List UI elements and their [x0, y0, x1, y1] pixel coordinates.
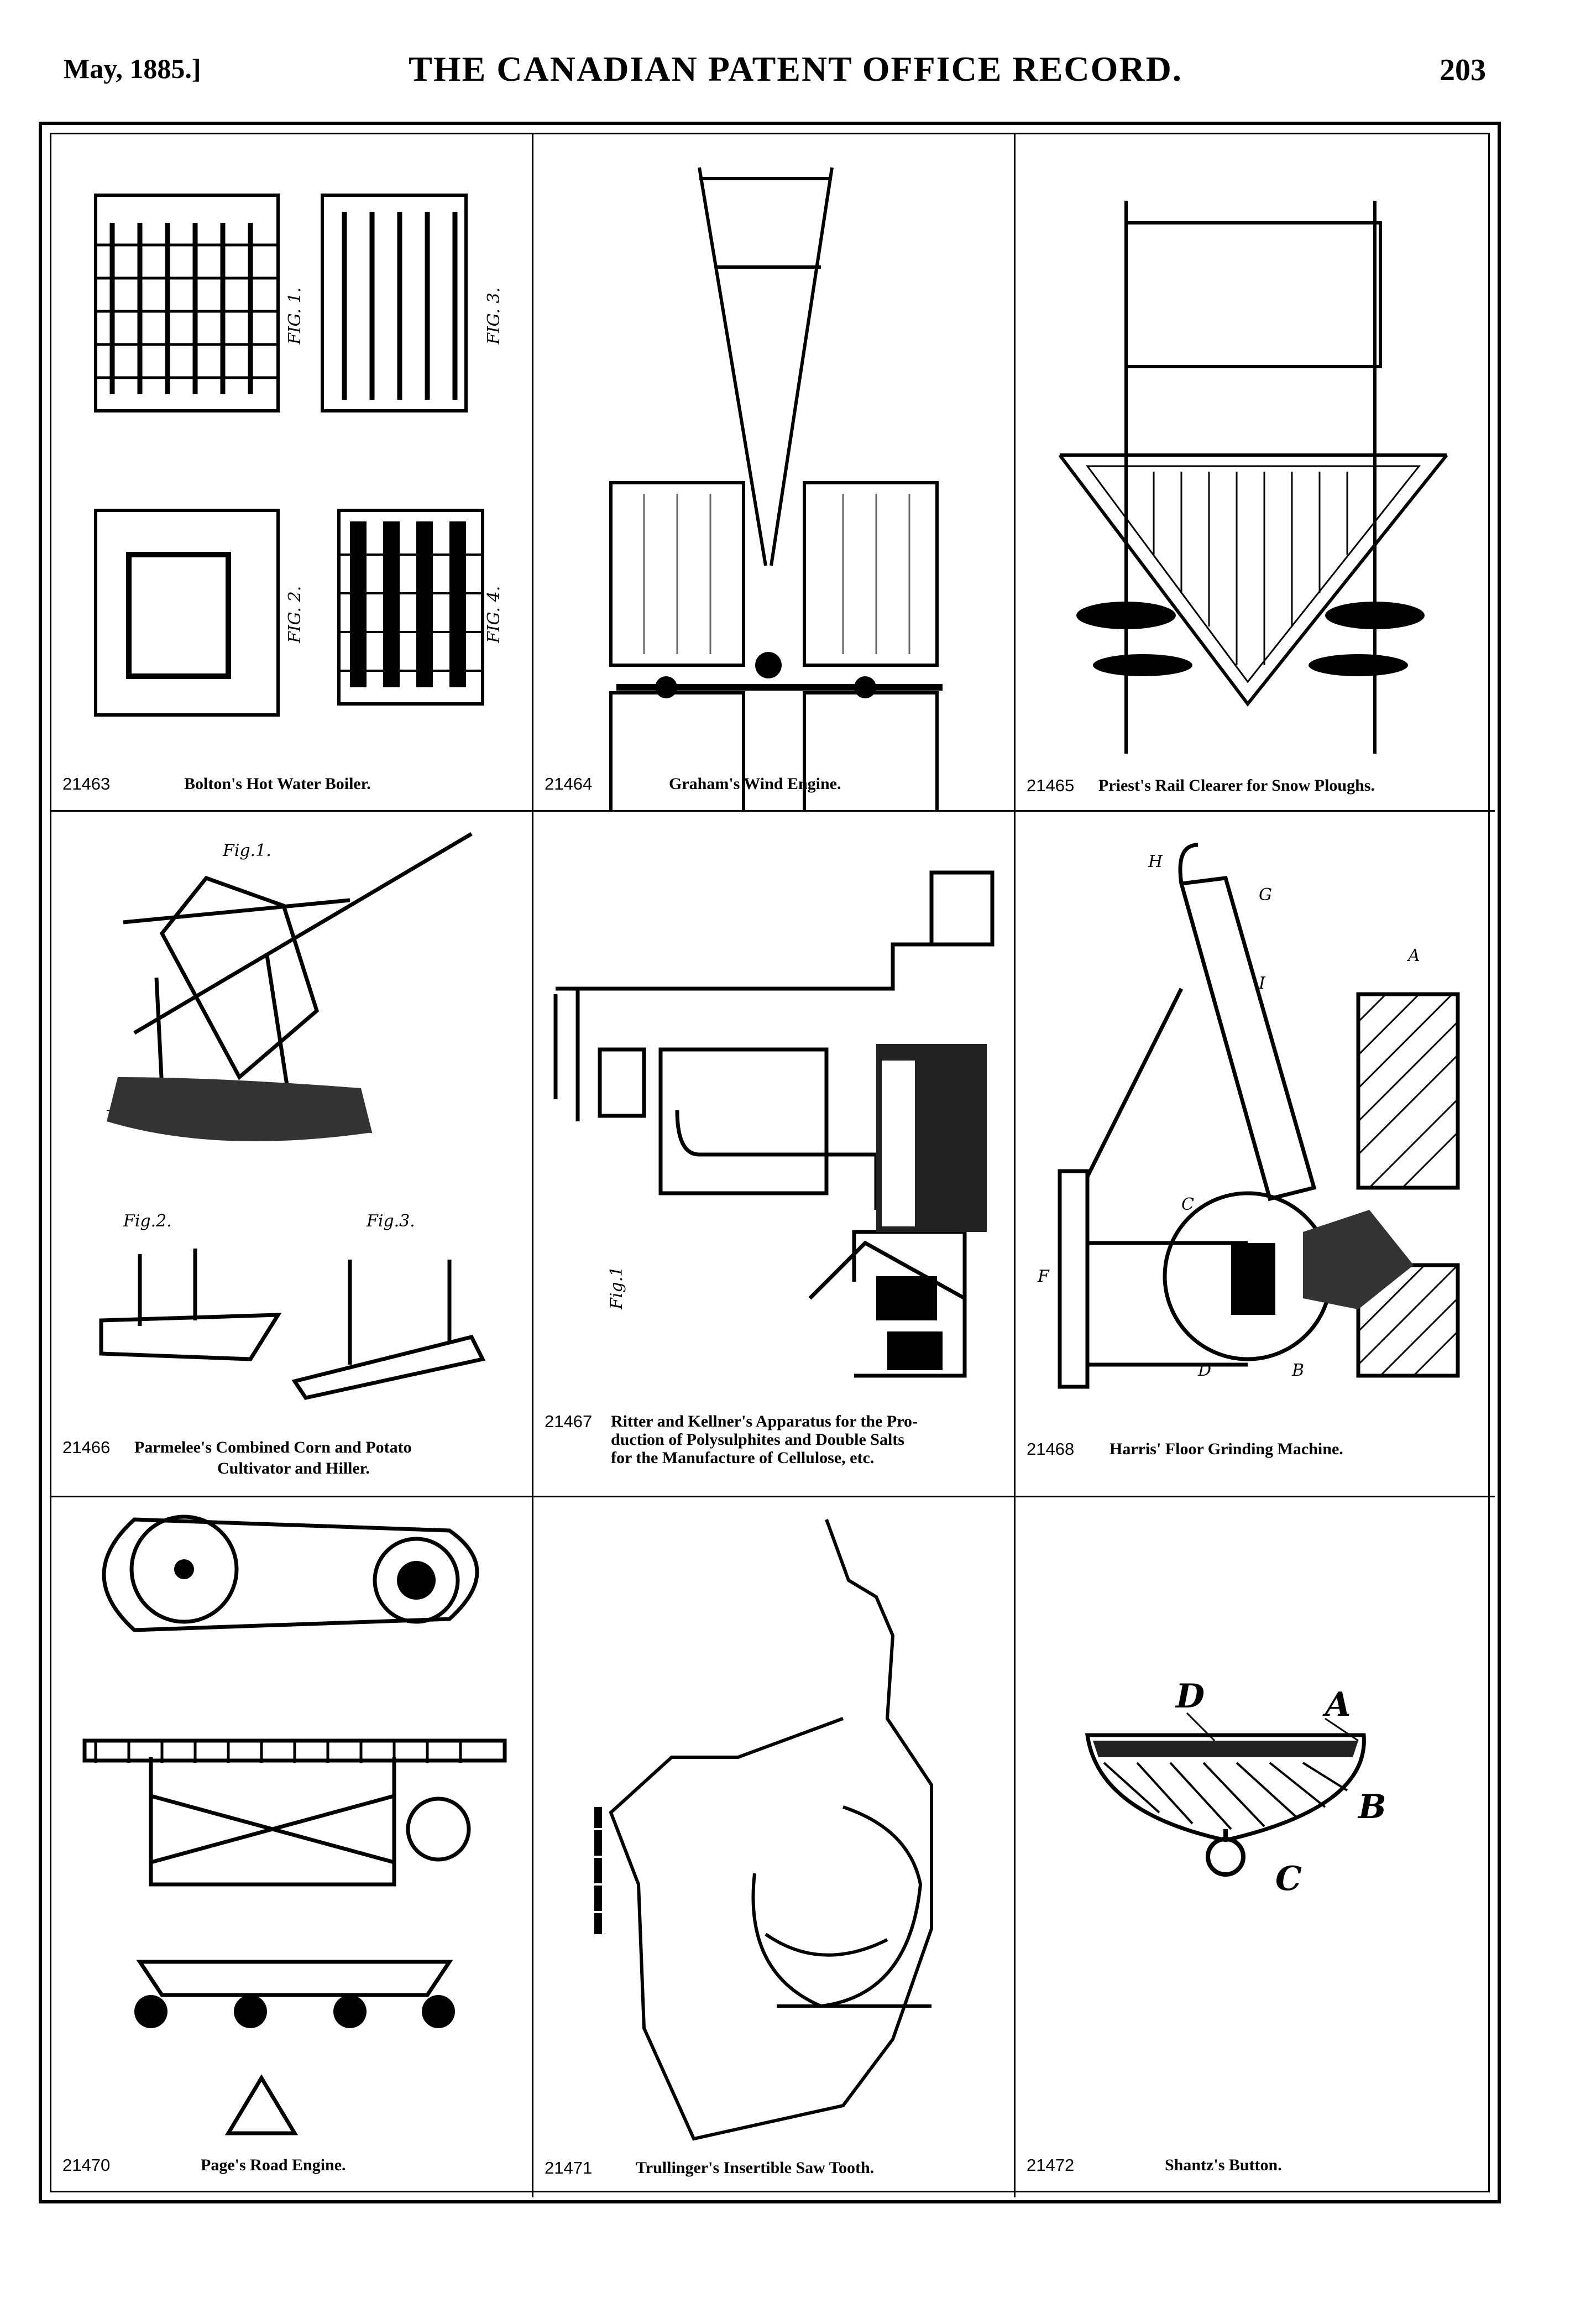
patent-title: Graham's Wind Engine. — [669, 775, 841, 793]
fig-label: Fig.1. — [222, 841, 271, 860]
patent-number: 21468 — [1027, 1439, 1075, 1459]
part-letter: B — [1291, 1361, 1304, 1380]
patent-title: Shantz's Button. — [1165, 2156, 1282, 2174]
cultivator-drawing: Fig.1. Fig.2. Fig.3. — [99, 832, 486, 1400]
fig-label: Fig.1 — [607, 1266, 626, 1310]
wind-engine-drawing — [609, 167, 943, 810]
patent-number: 21463 — [62, 774, 111, 793]
patent-title-line: Cultivator and Hiller. — [217, 1459, 370, 1477]
patent-number: 21472 — [1027, 2155, 1075, 2175]
plate-frame: FIG. 1. FIG. 2. FIG. 3. FIG. 4. 21463 Bo… — [39, 122, 1501, 2203]
part-letter: D — [1175, 1677, 1205, 1716]
part-letter: I — [1258, 974, 1266, 993]
button-drawing: D A B C — [1085, 1677, 1386, 1898]
header-date: May, 1885.] — [64, 53, 201, 84]
header-title: THE CANADIAN PATENT OFFICE RECORD. — [409, 49, 1182, 88]
part-letter: F — [1037, 1267, 1050, 1286]
fig-label: Fig.2. — [123, 1211, 172, 1231]
patent-number: 21470 — [62, 2155, 111, 2175]
patent-number: 21467 — [545, 1412, 593, 1431]
patent-cell-21463: FIG. 1. FIG. 2. FIG. 3. FIG. 4. 21463 Bo… — [51, 134, 533, 812]
fig-label: FIG. 3. — [484, 288, 504, 345]
part-letter: A — [1406, 946, 1420, 965]
fig-label: Fig.3. — [366, 1211, 415, 1231]
patent-grid: FIG. 1. FIG. 2. FIG. 3. FIG. 4. 21463 Bo… — [51, 134, 1495, 2197]
plate-inner-border — [50, 133, 1490, 2192]
grinding-machine-drawing: H G A I C F D B — [1037, 843, 1460, 1389]
rail-clearer-drawing — [1058, 201, 1448, 754]
part-letter: D — [1197, 1361, 1211, 1380]
patent-number: 21466 — [62, 1438, 111, 1457]
patent-cell-21464: 21464 Graham's Wind Engine. — [533, 134, 1016, 812]
apparatus-drawing: Fig.1 — [553, 870, 995, 1378]
patent-title: Page's Road Engine. — [201, 2156, 346, 2174]
patent-number: 21464 — [545, 774, 593, 793]
patent-cell-21470: 21470 Page's Road Engine. — [51, 1497, 533, 2197]
patent-title: Harris' Floor Grinding Machine. — [1109, 1440, 1343, 1458]
part-letter: C — [1275, 1860, 1302, 1898]
patent-cell-21465: 21465 Priest's Rail Clearer for Snow Plo… — [1016, 134, 1495, 812]
patent-cell-21471: 21471 Trullinger's Insertible Saw Tooth. — [533, 1497, 1016, 2197]
fig-label: FIG. 4. — [484, 586, 504, 644]
patent-title-line: Parmelee's Combined Corn and Potato — [134, 1438, 412, 1456]
patent-cell-21467: Fig.1 21467 Ritter and Kellner's Apparat… — [533, 812, 1016, 1497]
part-letter: H — [1148, 852, 1163, 871]
page-number: 203 — [1440, 53, 1486, 87]
patent-number: 21471 — [545, 2158, 593, 2177]
fig-label: FIG. 2. — [285, 586, 305, 644]
patent-number: 21465 — [1027, 776, 1075, 795]
fig-label: FIG. 1. — [285, 288, 305, 345]
patent-title-line: duction of Polysulphites and Double Salt… — [611, 1430, 904, 1449]
saw-tooth-drawing — [594, 1518, 933, 2141]
patent-title: Bolton's Hot Water Boiler. — [184, 775, 371, 793]
part-letter: G — [1259, 885, 1272, 905]
part-letter: A — [1322, 1685, 1351, 1724]
boiler-drawing: FIG. 1. FIG. 2. FIG. 3. FIG. 4. — [94, 194, 504, 717]
patent-cell-21466: Fig.1. Fig.2. Fig.3. 21466 Parmelee's Co… — [51, 812, 533, 1497]
patent-cell-21472: D A B C 21472 Shantz's Button. — [1016, 1497, 1495, 2197]
road-engine-drawing — [82, 1514, 507, 2135]
patent-title-line: for the Manufacture of Cellulose, etc. — [611, 1449, 875, 1467]
patent-title-line: Ritter and Kellner's Apparatus for the P… — [611, 1412, 918, 1430]
patent-title: Trullinger's Insertible Saw Tooth. — [636, 2159, 875, 2177]
part-letter: C — [1181, 1195, 1194, 1214]
part-letter: B — [1357, 1788, 1386, 1826]
patent-title: Priest's Rail Clearer for Snow Ploughs. — [1098, 776, 1375, 795]
patent-cell-21468: H G A I C F D B 21468 Harris' Floor Grin… — [1016, 812, 1495, 1497]
